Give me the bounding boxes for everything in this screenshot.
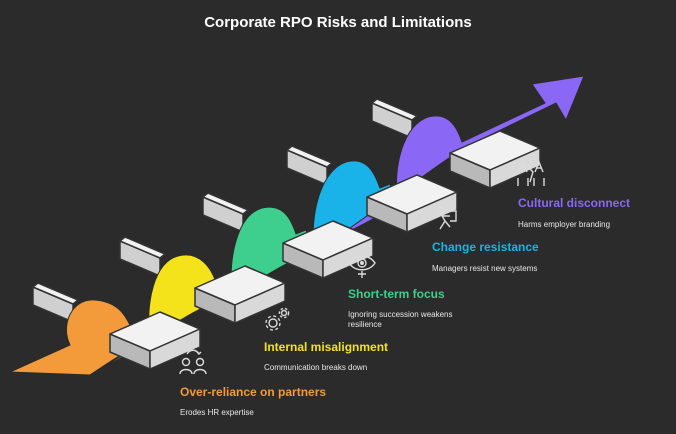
step-label-change-resistance: Change resistance xyxy=(432,240,539,254)
block-front-2 xyxy=(194,265,286,324)
step-desc-cultural-disconnect: Harms employer branding xyxy=(518,220,611,229)
step-desc-over-reliance: Erodes HR expertise xyxy=(180,408,254,417)
step-label-cultural-disconnect: Cultural disconnect xyxy=(518,196,631,210)
front-blocks xyxy=(109,130,541,370)
block-back-3 xyxy=(202,192,249,233)
split-people-icon xyxy=(517,159,545,186)
block-back-4 xyxy=(286,145,333,186)
eye-target-icon xyxy=(348,255,376,278)
block-back-1 xyxy=(32,282,79,323)
step-desc-internal-misalignment: Communication breaks down xyxy=(264,363,368,372)
ribbon-segment-1 xyxy=(9,299,151,376)
block-front-3 xyxy=(282,220,374,279)
step-desc-short-term-focus: Ignoring succession weakens resilience xyxy=(348,310,453,329)
step-label-short-term-focus: Short-term focus xyxy=(348,287,445,301)
block-back-2 xyxy=(119,236,166,277)
block-front-1 xyxy=(109,311,201,370)
step-label-over-reliance: Over-reliance on partners xyxy=(180,385,327,399)
ribbon xyxy=(9,75,585,376)
block-front-4 xyxy=(366,174,458,233)
back-blocks xyxy=(32,98,418,323)
pushing-person-icon xyxy=(437,206,457,230)
people-swap-icon xyxy=(179,349,207,375)
step-desc-change-resistance: Managers resist new systems xyxy=(432,264,538,273)
step-label-internal-misalignment: Internal misalignment xyxy=(264,340,389,354)
diagram-title: Corporate RPO Risks and Limitations xyxy=(204,14,472,31)
gears-icon xyxy=(265,307,290,331)
block-front-5 xyxy=(449,130,541,189)
